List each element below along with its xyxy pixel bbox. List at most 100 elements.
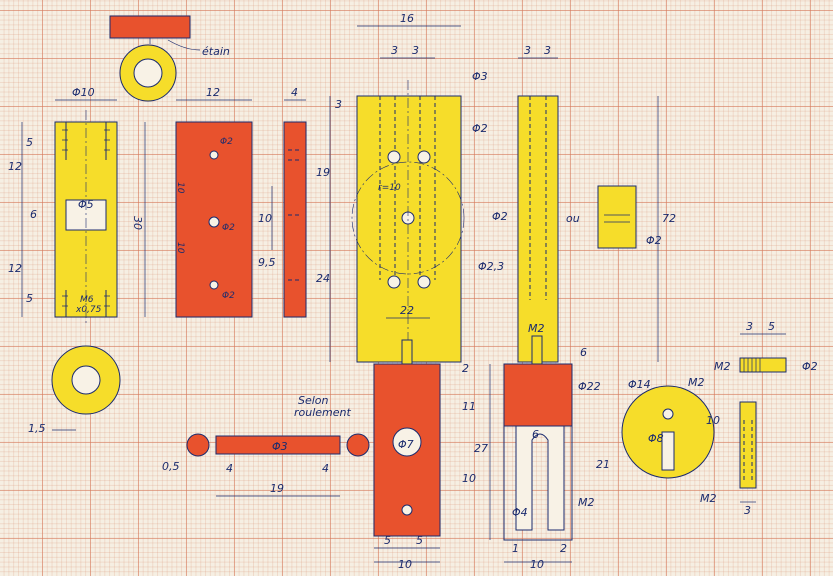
screw-body <box>739 357 787 373</box>
dim-12a: 12 <box>8 160 22 173</box>
yellow-block-front: 16 3 3 Φ3 Φ2 19 24 3 r=10 Φ2,3 22 Φ2 <box>316 12 508 363</box>
dim-phi22: Φ22 <box>578 380 601 393</box>
dim-10-f: 10 <box>398 558 412 571</box>
dim-19: 19 <box>316 166 330 179</box>
dim-6: 6 <box>30 208 37 221</box>
red-fork: M2 6 Φ22 6 27 21 M2 Φ4 1 2 10 <box>474 322 610 571</box>
dim-m2-d: M2 <box>714 360 731 373</box>
yellow-disc: Φ14 M2 Φ8 10 M2 <box>621 376 720 505</box>
dim-3-a: 3 <box>391 44 398 57</box>
yellow-block-side: 3 3 ou 72 Φ2 <box>517 44 676 363</box>
dim-phi2-a: Φ2 <box>220 137 233 147</box>
dim-phi7: Φ7 <box>398 438 414 451</box>
pin-end-right <box>346 433 370 457</box>
dim-5-e: 5 <box>416 534 423 547</box>
dim-2: 2 <box>462 362 469 375</box>
red-plate-front: 12 Φ2 Φ2 Φ2 10 10 <box>175 86 253 318</box>
dim-m2-e: M2 <box>578 496 595 509</box>
alt-section <box>597 185 637 249</box>
dim-phi14: Φ14 <box>628 378 651 391</box>
dim-0-5: 0,5 <box>162 460 180 473</box>
dim-10-d: 10 <box>706 414 720 427</box>
red-bearing-plate: Selon roulement Φ7 2 11 10 5 5 10 <box>294 339 476 571</box>
dim-phi10: Φ10 <box>72 86 95 99</box>
dim-9-5: 9,5 <box>258 256 276 269</box>
dim-1-5: 1,5 <box>28 422 46 435</box>
dim-4-a: 4 <box>226 462 233 475</box>
dim-3-f: 3 <box>746 320 753 333</box>
dim-3-g: 3 <box>744 504 751 517</box>
washer-hole <box>133 58 163 88</box>
dim-10-e: 10 <box>462 472 476 485</box>
dim-22: 22 <box>400 304 414 317</box>
dim-10-g: 10 <box>530 558 544 571</box>
dim-72: 72 <box>662 212 676 225</box>
ou-label: ou <box>566 212 580 225</box>
dim-4-b: 4 <box>322 462 329 475</box>
dim-phi2-f: Φ2 <box>646 234 662 247</box>
bearing-hole <box>392 427 422 457</box>
sleeve-side-view: Φ10 5 12 6 12 5 Φ5 30 M6 x0,75 <box>8 86 146 325</box>
dim-3-e: 3 <box>335 98 342 111</box>
tin-washer-part: étain <box>109 15 230 102</box>
small-screw: 3 5 M2 Φ2 3 <box>714 320 818 517</box>
dim-21: 21 <box>596 458 610 471</box>
dim-m2-c: M2 <box>700 492 717 505</box>
pin-body <box>215 435 341 455</box>
dim-4-top: 4 <box>291 86 298 99</box>
dim-19-b: 19 <box>270 482 284 495</box>
dim-5a: 5 <box>26 136 33 149</box>
dim-1: 1 <box>512 542 519 555</box>
dim-phi3-a: Φ3 <box>472 70 488 83</box>
dim-12b: 12 <box>8 262 22 275</box>
dim-6-c: 6 <box>532 428 539 441</box>
dim-3-b: 3 <box>412 44 419 57</box>
pin-end-left <box>186 433 210 457</box>
dim-12-top: 12 <box>206 86 220 99</box>
tin-plate <box>109 15 191 39</box>
dim-phi2-b: Φ2 <box>222 223 235 233</box>
dim-phi2-e: Φ2 <box>492 210 508 223</box>
dim-5-d: 5 <box>384 534 391 547</box>
dim-m2-a: M2 <box>528 322 545 335</box>
dim-2-b: 2 <box>560 542 567 555</box>
yellow-bar-side <box>517 95 559 363</box>
dim-3-c: 3 <box>524 44 531 57</box>
roulement-label: roulement <box>294 406 352 419</box>
dim-phi2-g: Φ2 <box>802 360 818 373</box>
fork-head <box>503 363 573 427</box>
dim-phi2-3: Φ2,3 <box>478 260 504 273</box>
dim-11: 11 <box>462 400 476 413</box>
dim-10-a: 10 <box>175 182 185 194</box>
dim-phi4: Φ4 <box>512 506 528 519</box>
red-plate-edge <box>283 121 307 318</box>
dim-5b: 5 <box>26 292 33 305</box>
dim-m2-b: M2 <box>688 376 705 389</box>
dim-10-b: 10 <box>175 242 185 254</box>
washer-front-lower: 1,5 <box>28 345 121 435</box>
r10-label: r=10 <box>378 183 401 193</box>
etain-label: étain <box>202 45 230 58</box>
washer-lower-hole <box>71 365 101 395</box>
dim-16: 16 <box>400 12 414 25</box>
dim-phi5: Φ5 <box>78 198 94 211</box>
dim-6-b: 6 <box>580 346 587 359</box>
dim-3-d: 3 <box>544 44 551 57</box>
dim-phi3-b: Φ3 <box>272 440 288 453</box>
small-bar <box>739 401 757 489</box>
dim-27: 27 <box>474 442 488 455</box>
dim-phi2-c: Φ2 <box>222 291 235 301</box>
dim-x075: x0,75 <box>75 305 102 315</box>
red-plate-side: 4 10 9,5 <box>258 86 307 318</box>
dim-phi8: Φ8 <box>648 432 664 445</box>
dim-10-c: 10 <box>258 212 272 225</box>
dim-5-c: 5 <box>768 320 775 333</box>
selon-label: Selon <box>298 394 329 407</box>
dim-30: 30 <box>131 216 144 230</box>
axle-pin: Φ3 0,5 4 4 19 <box>162 433 370 497</box>
yellow-block <box>356 95 462 363</box>
dim-m6: M6 <box>80 295 94 305</box>
dim-24: 24 <box>316 272 330 285</box>
